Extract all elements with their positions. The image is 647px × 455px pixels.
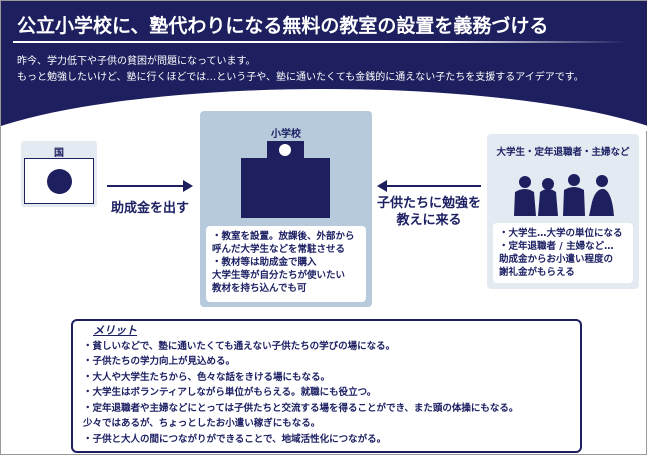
- note-line: 大学生等が自分たちが使いたい: [212, 270, 346, 281]
- merit-item: ・定年退職者や主婦などにとっては子供たちと交流する場を得ることができ、また頭の体…: [83, 402, 519, 414]
- subsidy-label: 助成金を出す: [110, 201, 189, 216]
- school-notes: ・教室を設置。放課後、外部から 呼んだ大学生などを常駐させる ・教材等は助成金で…: [206, 226, 366, 302]
- teach-label-line: 教えに来る: [396, 213, 462, 228]
- note-line: ・定年退職者 / 主婦など…: [499, 241, 614, 252]
- teach-label: 子供たちに勉強を 教えに来る: [373, 195, 485, 229]
- helpers-notes: ・大学生…大学の単位になる ・定年退職者 / 主婦など… 助成金からお小遣い程度…: [493, 223, 633, 283]
- note-line: ・大学生…大学の単位になる: [499, 228, 623, 239]
- note-line: 呼んだ大学生などを常駐させる: [212, 244, 346, 255]
- merit-item: ・大人や大学生たちから、色々な話をきける場にもなる。: [83, 371, 331, 383]
- intro-line-1: 昨今、学力低下や子供の貧困が問題になっています。: [17, 56, 256, 67]
- note-line: 謝礼金がもらえる: [499, 267, 575, 278]
- intro-line-2: もっと勉強したいけど、塾に行くほどでは…という子や、塾に通いたくても金銭的に通え…: [17, 72, 584, 83]
- arrow-left-icon: [377, 180, 481, 192]
- note-line: 教材を持ち込んでも可: [212, 283, 307, 294]
- note-line: 助成金からお小遣い程度の: [499, 254, 614, 265]
- note-line: ・教材等は助成金で購入: [212, 257, 317, 268]
- people-silhouettes-icon: [514, 174, 614, 216]
- arrow-right-icon: [107, 180, 193, 192]
- helpers-box: 大学生・定年退職者・主婦など ・大学生…大学の単位になる ・定年退職者 / 主婦…: [487, 134, 639, 289]
- merit-item: ・貧しいなどで、塾に通いたくても通えない子供たちの学びの場になる。: [83, 340, 396, 352]
- note-line: ・教室を設置。放課後、外部から: [212, 231, 355, 242]
- title-underline: [13, 41, 628, 43]
- country-label: 国: [54, 148, 64, 159]
- merit-item: ・大学生はボランティアしながら単位がもらえる。就職にも役立つ。: [83, 387, 377, 398]
- merit-item: ・子供と大人の間につながりができることで、地域活性化につながる。: [83, 433, 387, 445]
- school-label: 小学校: [271, 129, 301, 140]
- japan-flag-icon: [24, 158, 94, 204]
- country-box: 国: [21, 141, 97, 207]
- teach-label-line: 子供たちに勉強を: [376, 196, 481, 211]
- merit-item: ・子供たちの学力向上が見込める。: [83, 356, 236, 367]
- school-box: 小学校 ・教室を設置。放課後、外部から 呼んだ大学生などを常駐させる ・教材等は…: [200, 111, 372, 307]
- merit-heading: メリット: [93, 324, 137, 337]
- header-banner: 公立小学校に、塾代わりになる無料の教室の設置を義務づける 昨今、学力低下や子供の…: [1, 1, 647, 131]
- merit-box: メリット ・貧しいなどで、塾に通いたくても通えない子供たちの学びの場になる。 ・…: [71, 319, 582, 453]
- page-title: 公立小学校に、塾代わりになる無料の教室の設置を義務づける: [17, 15, 549, 37]
- helpers-label: 大学生・定年退職者・主婦など: [496, 147, 630, 158]
- merit-item: 少々ではあるが、ちょっとしたお小遣い稼ぎにもなる。: [83, 418, 321, 429]
